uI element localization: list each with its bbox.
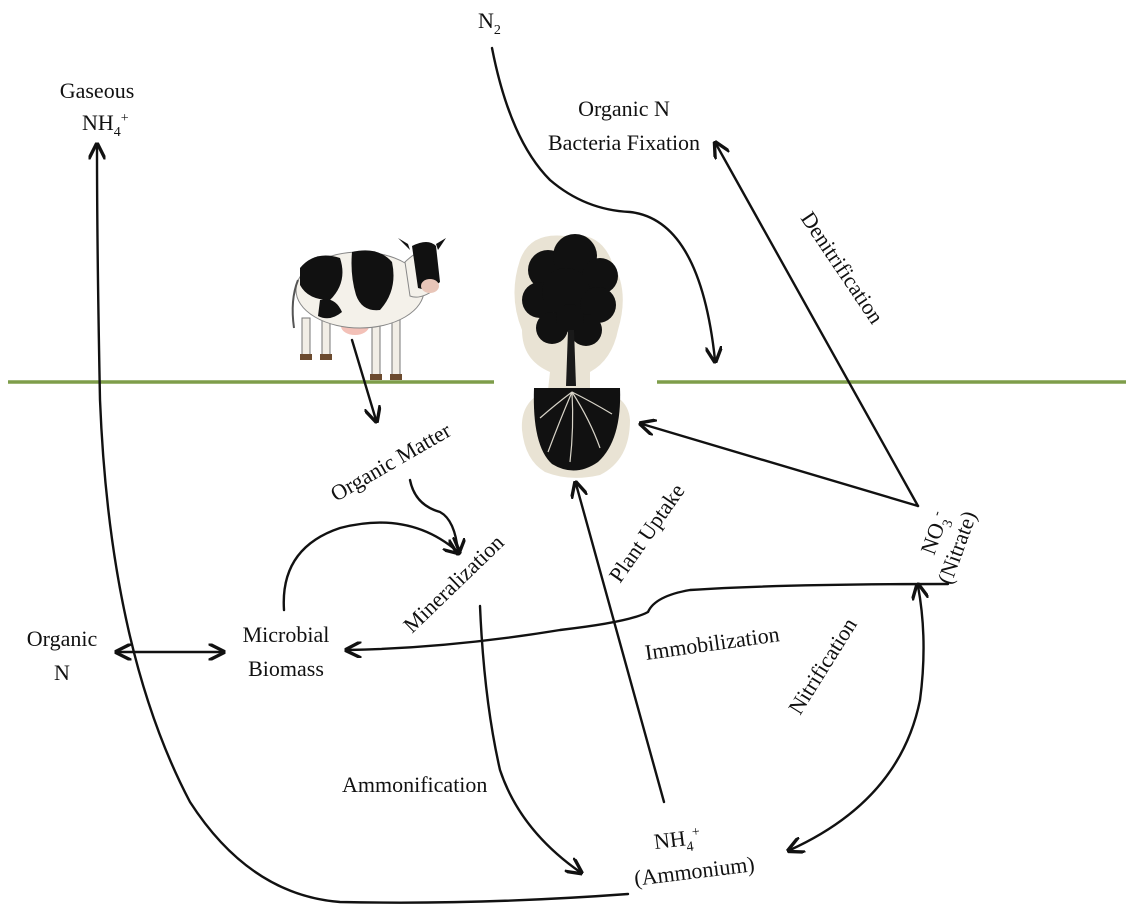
gaseous-nh4-label: NH4+ bbox=[82, 110, 129, 140]
gaseous-label: Gaseous bbox=[60, 78, 135, 103]
microbial-label-line1: Microbial bbox=[243, 622, 330, 647]
organic-matter-label: Organic Matter bbox=[326, 417, 456, 506]
organic-n-label-line1: Organic bbox=[27, 626, 98, 651]
arrow-ammonification bbox=[480, 606, 580, 872]
mineralization-label: Mineralization bbox=[398, 530, 509, 638]
svg-text:NH4+: NH4+ bbox=[652, 824, 702, 859]
n2-label: N2 bbox=[478, 8, 501, 38]
ammonification-label: Ammonification bbox=[342, 772, 487, 797]
svg-text:(Ammonium): (Ammonium) bbox=[633, 851, 756, 891]
tree-with-roots-illustration bbox=[514, 234, 630, 478]
bacteria-fixation-label: Bacteria Fixation bbox=[548, 130, 700, 155]
plant-uptake-label: Plant Uptake bbox=[604, 479, 690, 587]
cow-illustration bbox=[293, 238, 446, 380]
organic-n-fixation-line1: Organic N bbox=[578, 96, 670, 121]
microbial-label-line2: Biomass bbox=[248, 656, 324, 681]
nitrification-label: Nitrification bbox=[783, 613, 862, 718]
immobilization-label: Immobilization bbox=[643, 621, 781, 665]
ammonium-label: NH4+ (Ammonium) bbox=[629, 817, 756, 890]
arrow-organic-matter-to-mineralization bbox=[410, 480, 458, 552]
nitrate-label: NO3- (Nitrate) bbox=[908, 499, 982, 588]
arrow-denitrification bbox=[716, 144, 918, 506]
organic-n-label-line2: N bbox=[54, 660, 70, 685]
